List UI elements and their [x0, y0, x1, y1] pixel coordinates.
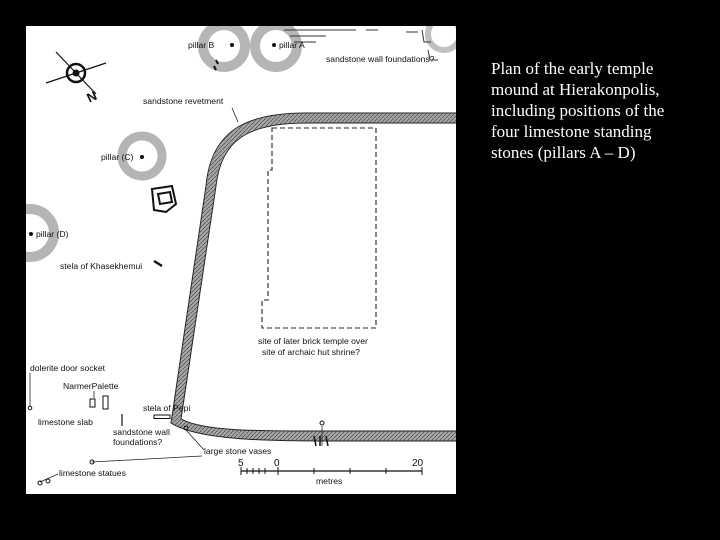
north-arrow-letter: N: [84, 88, 99, 106]
pillar-c-dot: [140, 155, 144, 159]
slide-caption: Plan of the early temple mound at Hierak…: [491, 59, 665, 162]
sandstone-revetment-wall: [171, 113, 456, 441]
label-sandstone-revetment: sandstone revetment: [143, 96, 224, 106]
statue-marker-a: [37, 480, 43, 486]
label-pillar-a: pillar A: [279, 40, 305, 50]
label-stela-pepi: stela of Pepi: [143, 403, 190, 413]
pillar-c-ring: [117, 131, 167, 181]
scale-unit-label: metres: [316, 476, 342, 486]
label-pillar-c: pillar (C): [101, 152, 134, 162]
label-sandstone-wall-foundations-top: sandstone wall foundations?: [326, 54, 435, 64]
pillar-a-dot: [272, 43, 276, 47]
label-large-stone-vases: large stone vases: [204, 446, 271, 456]
label-stela-khasekhemui: stela of Khasekhemui: [60, 261, 142, 271]
revetment-inner-edge: [180, 122, 456, 432]
scale-bar: [240, 467, 423, 475]
label-pillar-b: pillar B: [188, 40, 215, 50]
site-plan-diagram: N: [26, 26, 456, 494]
leader-limestone-statues: [39, 473, 59, 483]
scale-tick-label-0: 0: [274, 458, 280, 469]
vase-marker-mid: [183, 425, 189, 431]
narmer-palette-marker: [89, 398, 96, 408]
scale-tick-label-5: 5: [238, 458, 244, 469]
pillar-d-ring: [26, 204, 59, 262]
vase-marker-right: [319, 420, 325, 426]
pillar-b-dot: [230, 43, 234, 47]
limestone-slab-marker: [102, 395, 109, 410]
vase-marks-on-wall: [313, 435, 329, 447]
stela-khasekhemui-marker: [153, 259, 163, 268]
later-brick-temple-outline: [261, 127, 377, 329]
gate-structure: [150, 184, 178, 214]
label-temple-site-line2: site of archaic hut shrine?: [262, 347, 360, 357]
door-socket-marker: [27, 405, 33, 411]
site-plan-drawing: N: [26, 26, 456, 486]
label-dolerite-door-socket: dolerite door socket: [30, 363, 106, 373]
pillar-b-marks: [213, 59, 219, 71]
label-limestone-statues: limestone statues: [59, 468, 126, 478]
scale-tick-label-20: 20: [412, 458, 424, 469]
leader-revetment: [231, 107, 239, 123]
top-edge-marks: [284, 29, 438, 61]
stela-pepi-marker: [153, 414, 171, 419]
label-temple-site-line1: site of later brick temple over: [258, 336, 368, 346]
leader-large-stone-vases: [91, 426, 323, 463]
label-sandstone-wall-line2: foundations?: [113, 437, 162, 447]
label-limestone-slab: limestone slab: [38, 417, 93, 427]
label-sandstone-wall-line1: sandstone wall: [113, 427, 170, 437]
pillar-top-right-ring: [425, 26, 456, 53]
vase-marker-left: [89, 459, 95, 465]
label-pillar-d: pillar (D): [36, 229, 69, 239]
pillar-a-ring: [250, 26, 302, 72]
north-arrow-icon: [45, 51, 107, 95]
pillar-d-dot: [29, 232, 33, 236]
label-narmer-palette: NarmerPalette: [63, 381, 119, 391]
pillar-b-ring: [198, 26, 250, 72]
statue-marker-b: [45, 478, 51, 484]
